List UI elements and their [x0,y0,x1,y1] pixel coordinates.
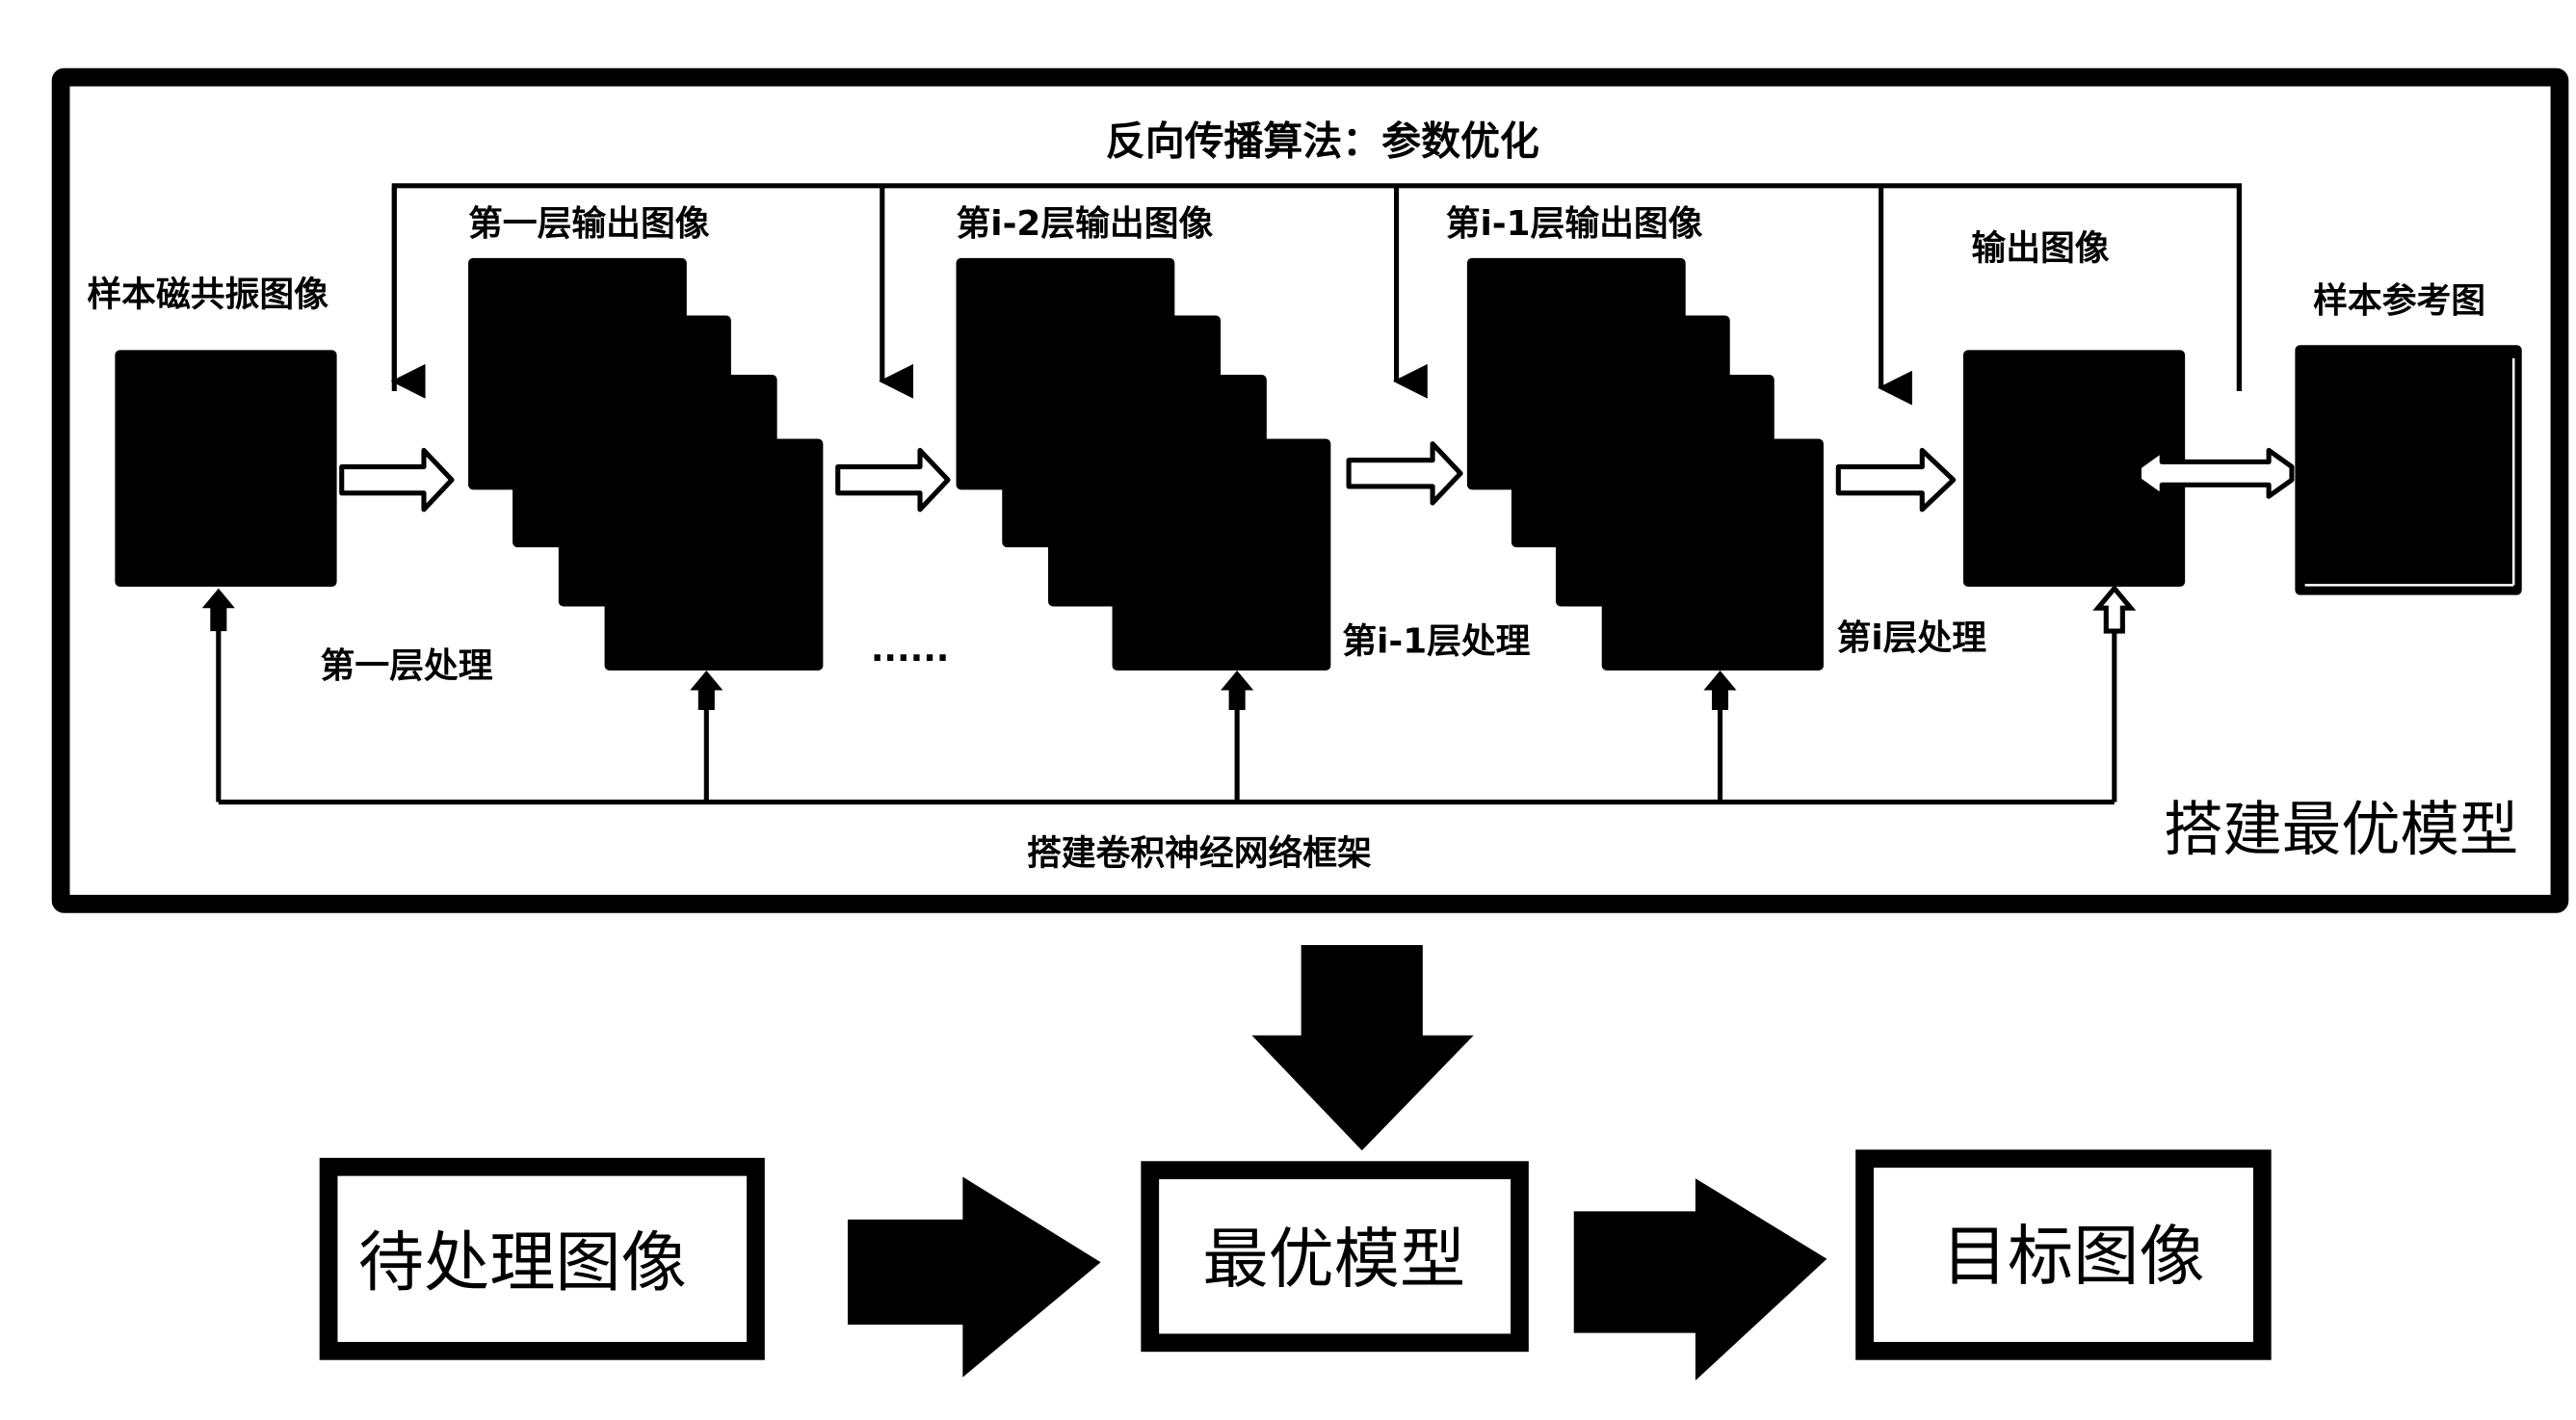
inference-output-box: 目标图像 [1855,1149,2272,1360]
input-image-label: 样本磁共振图像 [87,275,329,314]
up-arrow-icon [1221,671,1254,710]
ellipsis-label: ...... [871,630,950,670]
inference-input-box: 待处理图像 [319,1157,765,1360]
up-arrow-icon [690,671,723,710]
forward-arrow-3 [1346,441,1463,506]
forward-arrows [339,441,1957,513]
forward-arrow-2 [835,447,951,513]
stage-3-output-label: 第i-1层输出图像 [1446,204,1703,244]
backprop-label: 反向传播算法：参数优化 [1106,118,1539,164]
flow-arrow-1 [847,1176,1101,1378]
inference-output-label: 目标图像 [1942,1219,2205,1295]
final-output-block [1962,350,2186,588]
stage-1-feature-stack [468,257,824,671]
forward-arrow-4 [1835,447,1957,513]
compare-double-arrow [2136,447,2295,499]
flow-arrow-2 [1573,1178,1827,1381]
stage-2-output-label: 第i-2层输出图像 [957,204,1214,244]
stage-3-feature-stack [1466,257,1824,671]
up-arrow-icon [201,588,235,632]
stage-1-process-label: 第一层处理 [321,646,493,686]
model-transfer-arrow [1251,944,1474,1151]
up-arrow-icon [1703,671,1737,710]
forward-arrow-1 [339,447,455,513]
inference-model-label: 最优模型 [1202,1223,1465,1299]
up-arrow-icon [2092,584,2137,634]
training-panel-frame [51,67,2569,913]
stage-1-output-label: 第一层输出图像 [468,204,710,244]
reference-image-block [2295,345,2522,595]
final-output-label: 输出图像 [1971,229,2109,269]
framework-label: 搭建卷积神经网络框架 [1027,832,1372,873]
reference-image-label: 样本参考图 [2313,281,2485,321]
framework-lines [216,611,2117,805]
input-image-block [115,350,337,588]
stage-2-feature-stack [956,257,1331,671]
stage-3-process-label: 第i-1层处理 [1342,621,1530,661]
inference-model-box: 最优模型 [1141,1161,1529,1353]
final-process-label: 第i层处理 [1837,618,1987,658]
inference-input-label: 待处理图像 [358,1225,687,1302]
training-panel-title: 搭建最优模型 [2164,796,2518,864]
